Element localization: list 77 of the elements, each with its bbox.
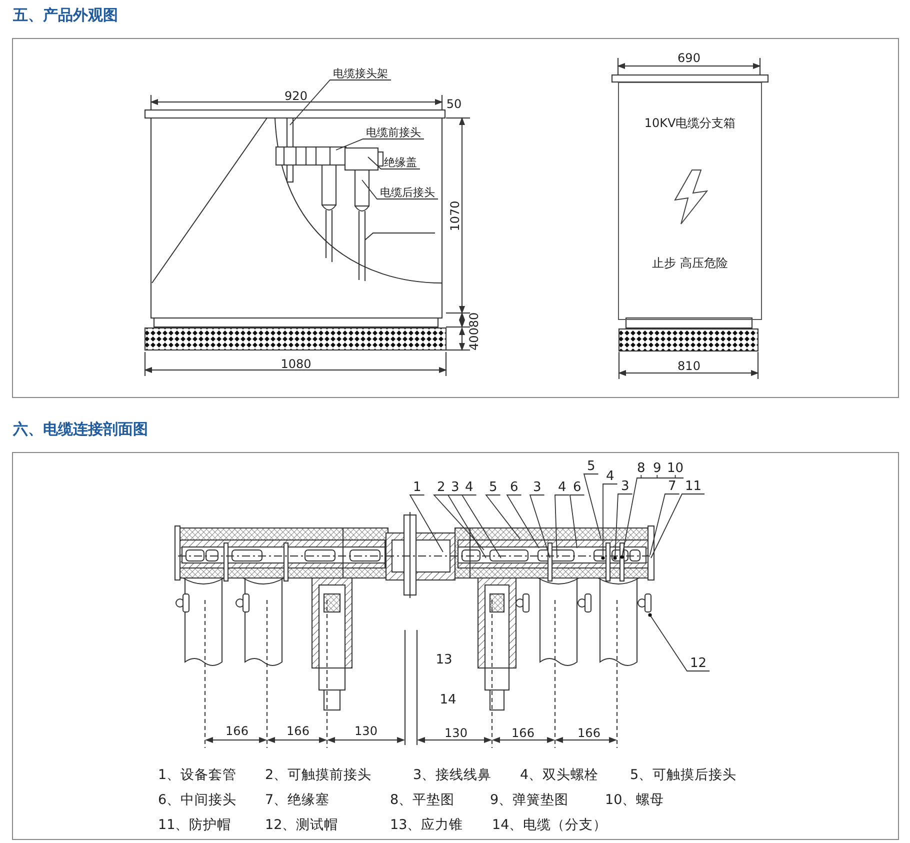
legend-note: 14、电缆（分支） <box>492 819 608 832</box>
leader-line <box>569 494 585 548</box>
legend-note: 11、防护帽 <box>158 819 232 832</box>
callout-number: 8 <box>637 462 646 475</box>
callout-number: 4 <box>558 481 566 494</box>
dimension-label: 130 <box>444 727 468 739</box>
callout-number: 13 <box>436 654 452 666</box>
section-heading: 六、电缆连接剖面图 <box>13 420 148 439</box>
legend-note: 9、弹簧垫图 <box>490 794 569 808</box>
part-label: 电缆后接头 <box>380 187 435 198</box>
leader-line <box>485 494 520 540</box>
dimension-label: 1080 <box>280 358 312 370</box>
callout-number: 14 <box>440 694 456 706</box>
legend-note: 1、设备套管 <box>158 769 237 782</box>
legend-note: 8、平垫图 <box>390 794 455 808</box>
leader-line <box>583 474 602 540</box>
part-label: 电缆接头架 <box>333 68 388 79</box>
callout-number: 9 <box>653 462 662 475</box>
leader-line <box>620 474 684 559</box>
leader-line <box>650 494 680 556</box>
dimension-label: 690 <box>678 52 700 64</box>
leader-line <box>290 80 392 126</box>
callout-number: 1 <box>413 481 422 494</box>
leader-line <box>368 156 420 170</box>
callout-number: 6 <box>573 481 582 494</box>
dimension-label: 130 <box>354 725 378 737</box>
leader-line <box>409 494 444 552</box>
dimension-label: 166 <box>578 727 600 739</box>
legend-note: 10、螺母 <box>605 794 664 808</box>
part-label: 电缆前接头 <box>366 127 421 138</box>
callout-number: 11 <box>685 480 702 493</box>
dimension-label: 1070 <box>449 200 461 232</box>
callout-number: 10 <box>667 462 684 475</box>
leader-line <box>432 494 484 550</box>
callout-number: 4 <box>606 470 614 483</box>
dimension-label: 166 <box>286 725 310 737</box>
callout-number: 7 <box>668 480 676 493</box>
dimension-label: 50 <box>446 98 462 110</box>
legend-note: 2、可触摸前接头 <box>265 769 372 782</box>
leader-line <box>336 138 424 150</box>
leader-line <box>648 613 710 672</box>
dimension-label: 400 <box>468 328 480 350</box>
section-heading: 五、产品外观图 <box>13 6 118 25</box>
callout-number: 5 <box>489 481 498 494</box>
legend-note: 5、可触摸后接头 <box>630 769 737 782</box>
dimension-label: 166 <box>226 725 248 737</box>
warning-text: 止步 高压危险 <box>651 255 729 272</box>
cabinet-front-panel <box>618 82 762 320</box>
leader-line <box>447 494 486 558</box>
legend-note: 3、接线线鼻 <box>413 769 492 782</box>
leader-line <box>650 494 705 558</box>
leader-line <box>529 494 550 558</box>
callout-number: 4 <box>465 481 474 494</box>
legend-note: 6、中间接头 <box>158 794 237 808</box>
leader-line <box>506 494 540 548</box>
leader-line <box>601 484 618 560</box>
cabinet-title: 10KV电缆分支箱 <box>643 115 737 132</box>
legend-note: 7、绝缘塞 <box>265 794 330 808</box>
leader-line <box>554 494 570 558</box>
leader-line <box>613 494 633 560</box>
dimension-label: 80 <box>468 312 480 328</box>
callout-number: 3 <box>451 481 460 494</box>
legend-note: 4、双头螺栓 <box>520 769 599 782</box>
dimension-label: 920 <box>284 90 308 102</box>
callout-number: 3 <box>533 481 542 494</box>
leader-line <box>362 180 438 200</box>
callout-number: 5 <box>587 460 596 473</box>
dimension-label: 166 <box>512 727 534 739</box>
callout-number: 3 <box>621 480 630 493</box>
callout-number: 12 <box>690 657 707 670</box>
leader-line <box>461 494 502 558</box>
legend-note: 13、应力锥 <box>390 819 464 832</box>
dimension-label: 810 <box>678 360 700 372</box>
callout-number: 2 <box>437 481 446 494</box>
legend-note: 12、测试帽 <box>265 819 338 832</box>
part-label: 绝缘盖 <box>384 157 417 168</box>
callout-number: 6 <box>510 481 518 494</box>
